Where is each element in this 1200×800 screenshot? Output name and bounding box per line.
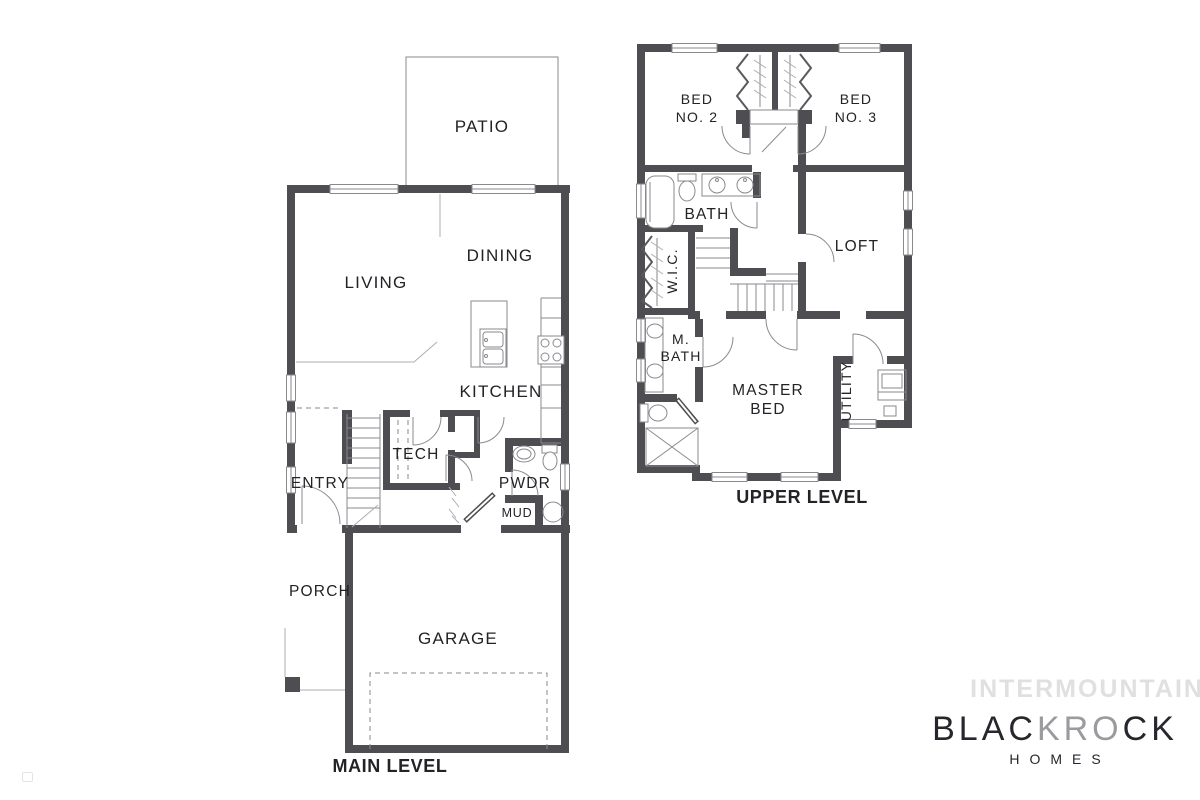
bed3-label-line2: NO. 3 [835, 109, 878, 125]
main-stairs [346, 414, 381, 528]
wic-hangers [640, 235, 664, 309]
entry-label: ENTRY [291, 475, 349, 492]
utility-fixtures [877, 369, 907, 417]
pwdr-label: PWDR [499, 475, 551, 492]
bath-label: BATH [685, 206, 730, 223]
main-level-labels: PATIO DINING LIVING KITCHEN TECH ENTRY P… [289, 117, 551, 776]
porch-outline [284, 628, 345, 692]
logo-homes-text: HOMES [1009, 751, 1111, 767]
master-label-line1: MASTER [732, 382, 804, 399]
bed2-label-line1: BED [681, 91, 713, 107]
dining-label: DINING [467, 246, 534, 265]
upper-interior-walls [637, 52, 912, 402]
mbath-label-line2: BATH [660, 348, 701, 364]
kitchen-fixtures [470, 297, 565, 444]
logo-part-right: CK [1122, 710, 1178, 748]
closet-hangers [735, 53, 813, 125]
kitchen-label: KITCHEN [459, 382, 542, 401]
main-door-arcs [301, 416, 539, 525]
mbath-fixtures [644, 317, 664, 393]
upper-level-labels: BED NO. 2 BED NO. 3 BATH LOFT W.I.C. M. … [660, 91, 879, 507]
main-outer-walls [287, 185, 570, 753]
upper-stairs [696, 237, 798, 311]
main-level-title: MAIN LEVEL [332, 756, 447, 776]
logo-part-left: BLAC [932, 710, 1037, 748]
blackrock-logo: BLACKROCK [910, 710, 1200, 749]
shower-fixture [645, 427, 699, 467]
branding-block: INTERMOUNTAIN BLACKROCK HOMES [910, 675, 1200, 767]
tech-shelving [397, 420, 409, 480]
living-floor-line [296, 194, 441, 409]
faint-camera-icon [22, 772, 33, 782]
porch-label: PORCH [289, 583, 351, 600]
mud-fixtures [448, 486, 564, 524]
toilet-room-fixtures [639, 397, 699, 425]
main-windows [286, 184, 570, 534]
bed3-label-line1: BED [840, 91, 872, 107]
intermountain-watermark: INTERMOUNTAIN [970, 675, 1200, 703]
mbath-label-line1: M. [672, 331, 690, 347]
upper-door-arcs [702, 125, 884, 368]
main-level-plan: PATIO DINING LIVING KITCHEN TECH ENTRY P… [284, 56, 570, 776]
bed2-label-line2: NO. 2 [676, 109, 719, 125]
logo-part-middle: KRO [1036, 710, 1123, 748]
garage-door-dashed [369, 672, 548, 749]
garage-label: GARAGE [418, 629, 498, 648]
master-label-line2: BED [750, 401, 785, 418]
wic-label: W.I.C. [664, 248, 680, 293]
tech-label: TECH [393, 446, 440, 463]
utility-label: UTILITY [838, 361, 854, 422]
upper-level-plan: BED NO. 2 BED NO. 3 BATH LOFT W.I.C. M. … [636, 43, 913, 507]
living-label: LIVING [345, 273, 408, 292]
mud-label: MUD [502, 506, 533, 520]
loft-label: LOFT [835, 238, 879, 255]
powder-fixtures [512, 444, 558, 471]
bath-fixtures [645, 173, 761, 229]
patio-label: PATIO [455, 117, 510, 136]
upper-level-title: UPPER LEVEL [736, 487, 868, 507]
